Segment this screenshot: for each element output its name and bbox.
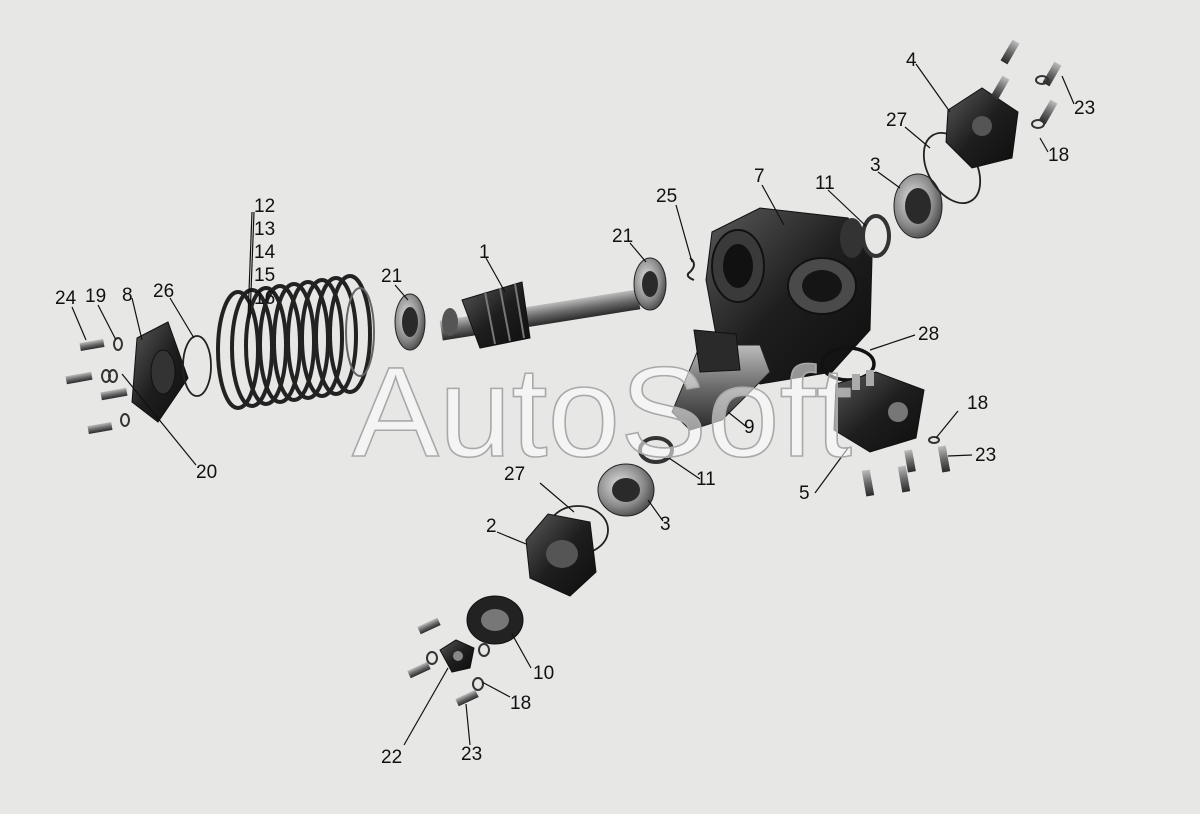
snap-ring-11-upper [861,214,891,258]
sector-shaft [671,329,771,431]
o-ring-26 [182,335,212,397]
callout-10: 10 [533,663,554,684]
callout-1: 1 [479,242,490,263]
callout-5: 5 [799,483,810,504]
callout-23-top: 23 [1074,98,1095,119]
callout-11-lower: 11 [696,469,716,490]
bearing-3-lower [597,463,655,517]
callout-26: 26 [153,281,174,302]
callout-16: 16 [254,288,275,309]
bolts-left [65,337,130,435]
snap-ring-11-lower [638,436,674,464]
callout-15: 15 [254,265,275,286]
callout-23-bottom: 23 [461,744,482,765]
callout-9: 9 [744,417,755,438]
end-cover-plate [131,321,189,423]
bolts-bottom [407,617,490,707]
callout-2: 2 [486,516,497,537]
steering-gear-housing [705,207,873,385]
callout-28: 28 [918,324,939,345]
callout-18-bottom: 18 [510,693,531,714]
callout-24: 24 [55,288,77,309]
callout-4: 4 [906,50,917,71]
bearing-21-left [394,293,426,351]
top-cover [945,87,1019,169]
bearing-3-upper [893,173,943,239]
bearing-21-right [633,257,667,311]
callout-18-right: 18 [967,393,988,414]
callout-19: 19 [85,286,106,307]
callout-7: 7 [754,166,765,187]
watermark: AutoSoft [352,341,852,484]
bolts-top-right [990,39,1062,129]
callout-13: 13 [254,219,275,240]
callout-22: 22 [381,747,402,768]
lock-plate [439,639,475,673]
callout-8: 8 [122,285,133,306]
leader-lines [71,63,1075,746]
callout-3-upper: 3 [870,155,881,176]
callout-labels: 1 2 3 3 4 5 7 8 9 10 11 11 12 13 14 15 1… [55,50,1095,768]
callout-21-right: 21 [612,226,633,247]
callout-27-lower: 27 [504,464,525,485]
callout-18-top: 18 [1048,145,1069,166]
side-cover [525,513,597,597]
gasket-stack [216,274,375,410]
callout-25: 25 [656,186,677,207]
callout-23-right: 23 [975,445,996,466]
callout-12: 12 [254,196,275,217]
bolts-valve [861,436,951,497]
callout-3-lower: 3 [660,514,671,535]
callout-21-left: 21 [381,266,402,287]
worm-shaft [439,281,641,349]
valve-block [833,370,925,453]
clip-25 [686,257,695,281]
callout-14: 14 [254,242,276,263]
callout-11-upper: 11 [815,173,835,194]
oil-seal [466,595,524,645]
callout-27-upper: 27 [886,110,907,131]
callout-20: 20 [196,462,217,483]
